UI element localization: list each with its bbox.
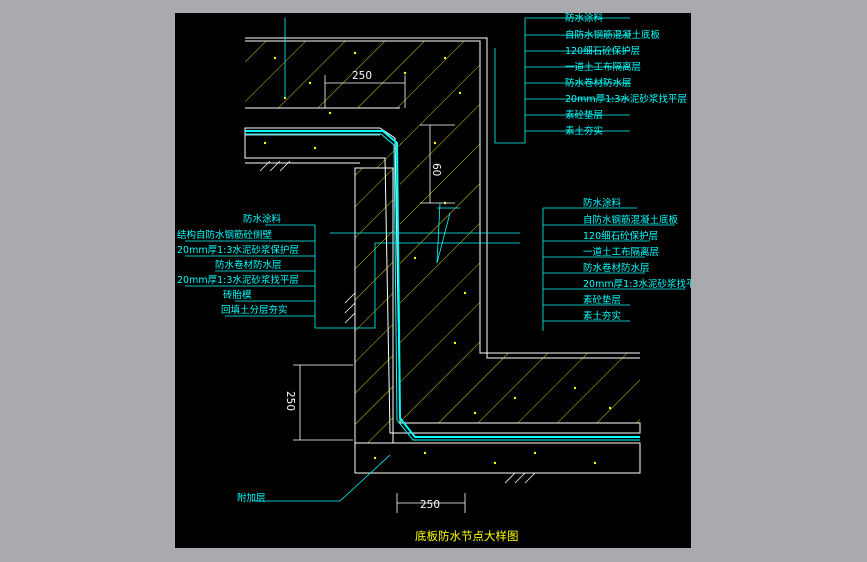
label-tr-7: 素土夯实 — [565, 125, 603, 137]
dimension-top — [324, 75, 406, 108]
label-tr-5: 20mm厚1:3水泥砂浆找平层 — [565, 93, 687, 105]
aggregate-dots — [263, 51, 612, 465]
label-extra: 附加层 — [237, 492, 266, 504]
label-tr-3: 一道土工布隔离层 — [565, 61, 641, 73]
leader-top-right — [284, 17, 630, 144]
dim-vertical-small: 60 — [430, 163, 442, 176]
label-mr-3: 一道土工布隔离层 — [583, 246, 659, 258]
label-mr-4: 防水卷材防水层 — [583, 262, 650, 274]
leader-left — [185, 202, 520, 502]
dimension-bottom — [396, 493, 466, 513]
dimension-vertical-left — [293, 364, 353, 441]
label-tr-4: 防水卷材防水层 — [565, 77, 632, 89]
structure-wall — [244, 127, 641, 434]
label-mr-0: 防水涂料 — [583, 197, 622, 209]
label-mr-1: 自防水钢筋混凝土底板 — [583, 214, 679, 226]
label-l-5: 砖胎模 — [223, 289, 252, 301]
upper-slab — [245, 37, 645, 373]
drawing-canvas: 250 60 250 250 — [175, 13, 691, 548]
label-l-4: 20mm厚1:3水泥砂浆找平层 — [177, 274, 299, 286]
label-tr-2: 120细石砼保护层 — [565, 45, 640, 57]
dim-top-width: 250 — [352, 70, 372, 82]
brick-mould — [354, 167, 394, 444]
label-l-3: 防水卷材防水层 — [215, 259, 282, 271]
label-l-1: 结构自防水钢筋砼侧壁 — [177, 229, 273, 241]
labels-top-right: 防水涂料 自防水钢筋混凝土底板 120细石砼保护层 一道土工布隔离层 防水卷材防… — [565, 13, 687, 137]
label-mr-5: 20mm厚1:3水泥砂浆找平层 — [583, 278, 691, 290]
labels-left: 防水涂料 结构自防水钢筋砼侧壁 20mm厚1:3水泥砂浆保护层 防水卷材防水层 … — [177, 213, 299, 504]
label-mr-7: 素土夯实 — [583, 310, 621, 322]
label-mr-6: 素砼垫层 — [583, 294, 621, 306]
dim-bottom-width: 250 — [420, 499, 440, 511]
detail-drawing: 250 60 250 250 — [177, 13, 691, 543]
label-l-0: 防水涂料 — [243, 213, 282, 225]
dim-vertical-left: 250 — [284, 391, 296, 411]
label-mr-2: 120细石砼保护层 — [583, 230, 658, 242]
label-tr-6: 素砼垫层 — [565, 109, 603, 121]
label-tr-0: 防水涂料 — [565, 13, 604, 24]
labels-mid-right: 防水涂料 自防水钢筋混凝土底板 120细石砼保护层 一道土工布隔离层 防水卷材防… — [583, 197, 691, 322]
ground-marks — [259, 160, 536, 484]
waterproof-membrane — [245, 130, 640, 441]
label-tr-1: 自防水钢筋混凝土底板 — [565, 29, 661, 41]
drawing-title: 底板防水节点大样图 — [415, 529, 519, 543]
label-l-2: 20mm厚1:3水泥砂浆保护层 — [177, 244, 299, 256]
dimension-vertical-small — [420, 124, 455, 204]
leader-mid-right — [542, 207, 685, 331]
label-l-6: 回填土分层夯实 — [221, 304, 288, 316]
concrete-bed — [354, 442, 641, 474]
